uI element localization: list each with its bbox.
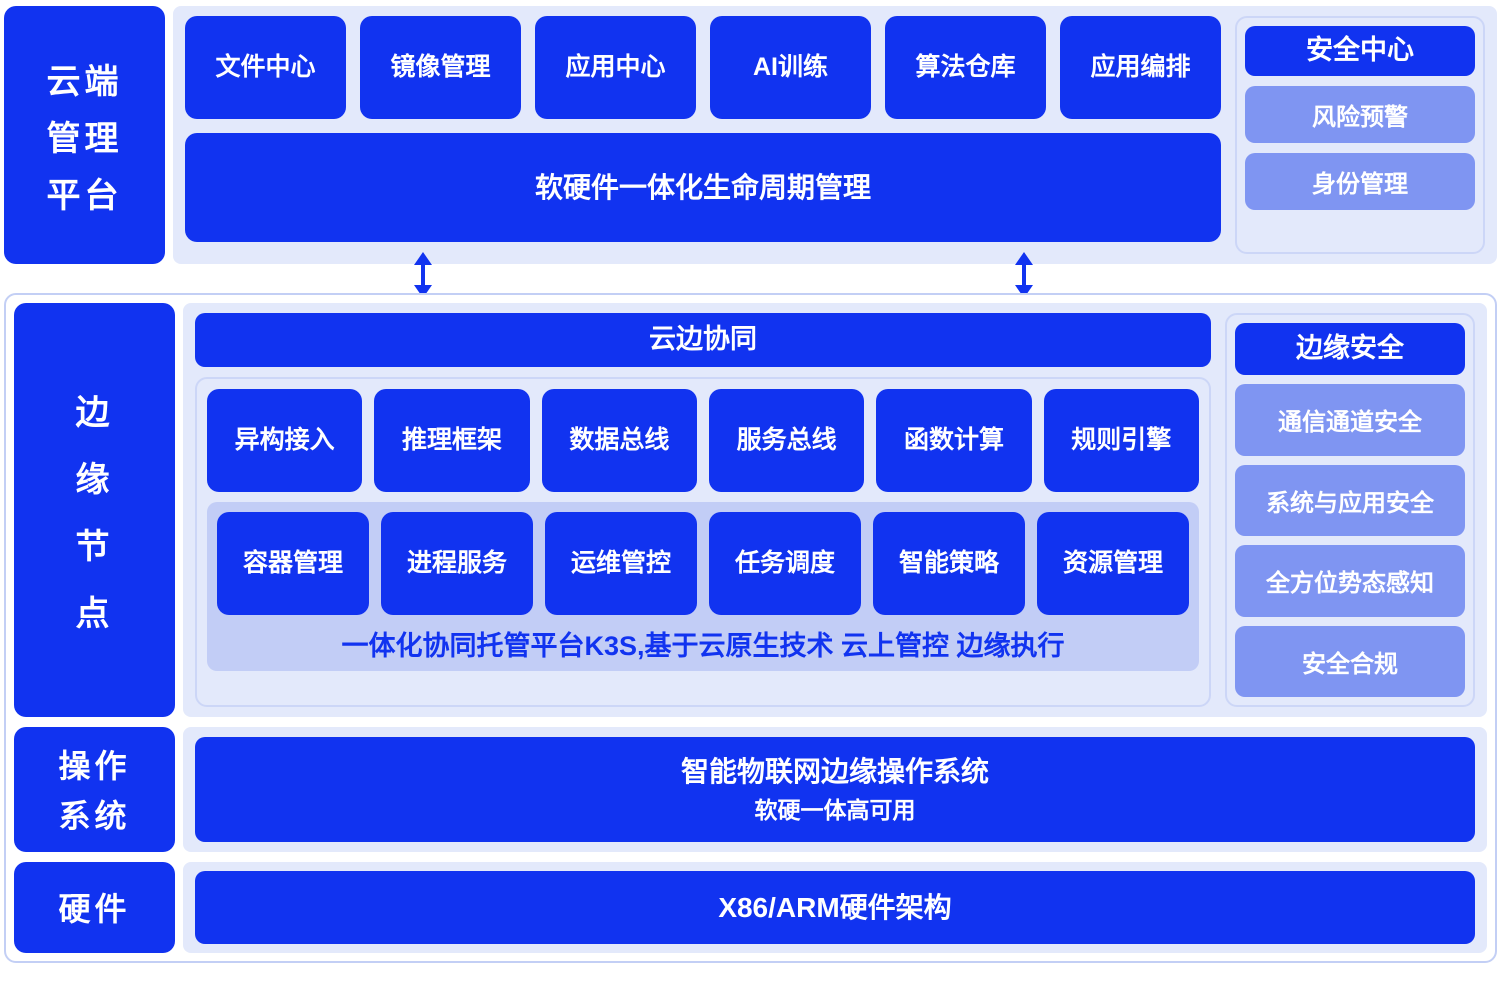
- security-center-panel: 安全中心 风险预警 身份管理: [1235, 16, 1485, 254]
- edge-rail-line-2: 缘: [75, 461, 114, 500]
- edge-security-item-compliance[interactable]: 安全合规: [1235, 625, 1465, 698]
- edge-tile-container-management[interactable]: 容器管理: [217, 512, 369, 615]
- cloud-rail-line-2: 管理: [46, 119, 123, 158]
- cloud-rail-line-3: 平台: [46, 176, 123, 215]
- edge-security-item-communication-channel[interactable]: 通信通道安全: [1235, 384, 1465, 456]
- cloud-tile-image-management[interactable]: 镜像管理: [360, 16, 521, 119]
- cloud-platform-rail-label: 云端 管理 平台: [4, 6, 165, 264]
- operating-system-title: 智能物联网边缘操作系统: [680, 756, 989, 788]
- cloud-platform-body: 文件中心 镜像管理 应用中心 AI训练 算法仓库 应用编排 软硬件一体化生命周期…: [173, 6, 1497, 264]
- cloud-platform-main: 文件中心 镜像管理 应用中心 AI训练 算法仓库 应用编排 软硬件一体化生命周期…: [185, 16, 1221, 254]
- os-rail-line-1: 操作: [58, 748, 131, 785]
- hardware-architecture-box[interactable]: X86/ARM硬件架构: [195, 870, 1475, 944]
- edge-capability-container: 异构接入 推理框架 数据总线 服务总线 函数计算 规则引擎 容器管理 进程服务: [195, 377, 1211, 708]
- edge-rail-line-1: 边: [75, 394, 114, 433]
- cloud-tile-ai-training[interactable]: AI训练: [710, 16, 871, 119]
- operating-system-section: 操作 系统 智能物联网边缘操作系统 软硬一体高可用: [14, 727, 1487, 852]
- edge-security-item-system-and-application[interactable]: 系统与应用安全: [1235, 464, 1465, 537]
- edge-security-title[interactable]: 边缘安全: [1235, 323, 1465, 375]
- operating-system-box[interactable]: 智能物联网边缘操作系统 软硬一体高可用: [195, 737, 1475, 842]
- cloud-tile-app-center[interactable]: 应用中心: [535, 16, 696, 119]
- right-bidirectional-arrow-icon: [1013, 252, 1035, 298]
- cloud-edge-collaboration-bar[interactable]: 云边协同: [195, 313, 1211, 367]
- edge-rail-line-4: 点: [75, 595, 114, 634]
- edge-tile-inference-framework[interactable]: 推理框架: [374, 389, 530, 492]
- cloud-tile-app-orchestration[interactable]: 应用编排: [1060, 16, 1221, 119]
- edge-tile-resource-management[interactable]: 资源管理: [1037, 512, 1189, 615]
- cloud-rail-line-1: 云端: [46, 62, 123, 101]
- cloud-tile-file-center[interactable]: 文件中心: [185, 16, 346, 119]
- hardware-body: X86/ARM硬件架构: [183, 861, 1487, 953]
- security-center-item-risk-alert[interactable]: 风险预警: [1245, 86, 1475, 143]
- security-center-item-identity-management[interactable]: 身份管理: [1245, 153, 1475, 210]
- cloud-tile-row: 文件中心 镜像管理 应用中心 AI训练 算法仓库 应用编排: [185, 16, 1221, 119]
- edge-tile-ops-control[interactable]: 运维管控: [545, 512, 697, 615]
- lifecycle-management-bar[interactable]: 软硬件一体化生命周期管理: [185, 133, 1221, 242]
- k3s-platform-note: 一体化协同托管平台K3S,基于云原生技术 云上管控 边缘执行: [341, 631, 1065, 661]
- hardware-rail-label: 硬件: [14, 861, 175, 953]
- edge-rail-line-3: 节: [75, 528, 114, 567]
- edge-node-section: 边 缘 节 点 云边协同 异构接入 推理框架 数据总线 服务总线 函数计算: [14, 303, 1487, 718]
- edge-tile-rule-engine[interactable]: 规则引擎: [1043, 389, 1199, 492]
- edge-tile-service-bus[interactable]: 服务总线: [708, 389, 865, 492]
- edge-upper-tile-row: 异构接入 推理框架 数据总线 服务总线 函数计算 规则引擎: [207, 389, 1199, 492]
- edge-tile-task-scheduling[interactable]: 任务调度: [709, 512, 861, 615]
- security-center-title[interactable]: 安全中心: [1245, 26, 1475, 76]
- cloud-tile-algorithm-repository[interactable]: 算法仓库: [885, 16, 1046, 119]
- edge-lower-tile-row: 容器管理 进程服务 运维管控 任务调度 智能策略 资源管理: [217, 512, 1189, 615]
- operating-system-rail-label: 操作 系统: [14, 727, 175, 852]
- edge-stack-container: 边 缘 节 点 云边协同 异构接入 推理框架 数据总线 服务总线 函数计算: [4, 293, 1497, 963]
- edge-tile-intelligent-policy[interactable]: 智能策略: [873, 512, 1025, 615]
- edge-tile-function-compute[interactable]: 函数计算: [876, 389, 1032, 492]
- edge-node-main: 云边协同 异构接入 推理框架 数据总线 服务总线 函数计算 规则引擎: [195, 313, 1211, 708]
- edge-security-item-situational-awareness[interactable]: 全方位势态感知: [1235, 545, 1465, 617]
- edge-tile-process-service[interactable]: 进程服务: [381, 512, 533, 615]
- cloud-platform-section: 云端 管理 平台 文件中心 镜像管理 应用中心 AI训练 算法仓库 应用编排 软…: [4, 6, 1497, 264]
- k3s-platform-block: 容器管理 进程服务 运维管控 任务调度 智能策略 资源管理 一体化协同托管平台K…: [207, 502, 1199, 671]
- edge-node-rail-label: 边 缘 节 点: [14, 303, 175, 718]
- edge-tile-data-bus[interactable]: 数据总线: [541, 389, 697, 492]
- os-rail-line-2: 系统: [58, 798, 131, 835]
- hardware-rail-line-1: 硬件: [58, 891, 131, 928]
- left-bidirectional-arrow-icon: [412, 252, 434, 298]
- operating-system-body: 智能物联网边缘操作系统 软硬一体高可用: [183, 727, 1487, 852]
- edge-security-panel: 边缘安全 通信通道安全 系统与应用安全 全方位势态感知 安全合规: [1225, 313, 1475, 708]
- hardware-section: 硬件 X86/ARM硬件架构: [14, 861, 1487, 953]
- edge-tile-heterogeneous-access[interactable]: 异构接入: [207, 389, 363, 492]
- operating-system-subtitle: 软硬一体高可用: [754, 797, 916, 824]
- edge-node-body: 云边协同 异构接入 推理框架 数据总线 服务总线 函数计算 规则引擎: [183, 303, 1487, 718]
